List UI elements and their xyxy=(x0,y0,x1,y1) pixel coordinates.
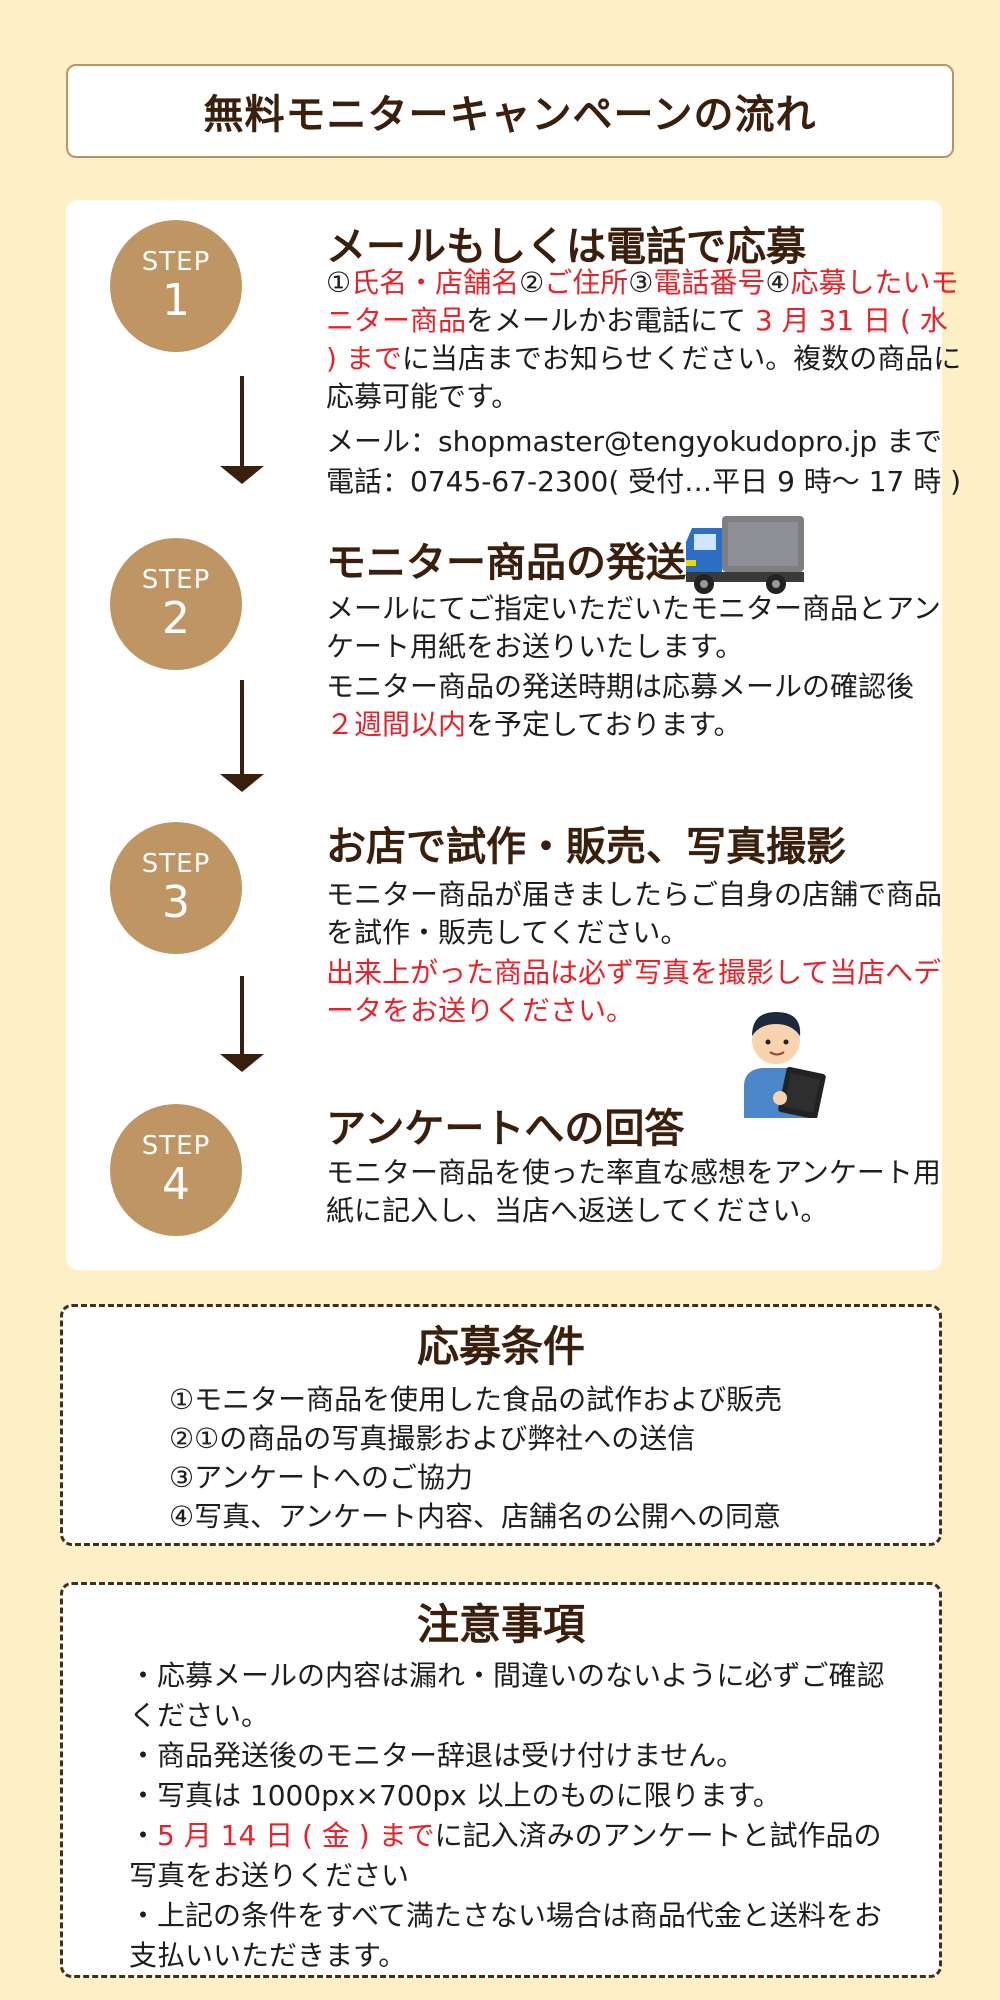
note-item: ・応募メールの内容は漏れ・間違いのないように必ずご確認ください。 xyxy=(129,1659,885,1732)
step-4-label: STEP xyxy=(141,1131,211,1161)
step-2-title: モニター商品の発送 xyxy=(326,540,686,586)
conditions-list: ①モニター商品を使用した食品の試作および販売 ②①の商品の写真撮影および弊社への… xyxy=(169,1380,939,1536)
steps-panel: STEP 1 メールもしくは電話で応募 ①氏名・店舗名②ご住所③電話番号④応募し… xyxy=(66,200,961,1270)
note-item: ・上記の条件をすべて満たさない場合は商品代金と送料をお支払いいただきます。 xyxy=(129,1899,882,1972)
step-4-title: アンケートへの回答 xyxy=(326,1106,685,1152)
step-2-number: 2 xyxy=(162,593,190,644)
flow-arrow-3 xyxy=(240,976,244,1056)
desc-text: を予定しております。 xyxy=(466,708,742,741)
notes-list: ・応募メールの内容は漏れ・間違いのないように必ずご確認ください。 ・商品発送後の… xyxy=(129,1656,889,1976)
step-3-description-1: モニター商品が届きましたらご自身の店舗で商品を試作・販売してください。 xyxy=(326,878,943,949)
step-2-description-1: メールにてご指定いただいたモニター商品とアンケート用紙をお送りいたします。 xyxy=(326,592,941,663)
flow-arrow-2 xyxy=(240,680,244,776)
flow-arrow-1 xyxy=(240,376,244,468)
step-3-number: 3 xyxy=(162,877,190,928)
desc-red-text: 電話番号 xyxy=(653,266,766,299)
arrow-head-icon xyxy=(220,466,264,484)
step-1-phone: 電話：0745-67-2300( 受付…平日 9 時〜 17 時 ) xyxy=(326,465,962,498)
step-2-badge: STEP 2 xyxy=(110,538,242,670)
desc-red-text: 応募したいモニター商品 xyxy=(326,266,959,337)
step-3-title: お店で試作・販売、写真撮影 xyxy=(326,824,846,870)
page-title: 無料モニターキャンペーンの流れ xyxy=(203,92,817,138)
note-item: ・写真は 1000px×700px 以上のものに限ります。 xyxy=(129,1779,781,1812)
step-4-description: モニター商品を使った率直な感想をアンケート用紙に記入し、当店へ返送してください。 xyxy=(326,1156,941,1227)
notes-title: 注意事項 xyxy=(416,1600,585,1649)
desc-text: をメールかお電話にて xyxy=(466,304,755,337)
desc-red-text: 氏名・店舗名 xyxy=(351,266,520,299)
step-1-badge: STEP 1 xyxy=(110,220,242,352)
step-3-badge: STEP 3 xyxy=(110,822,242,954)
step-1-number: 1 xyxy=(162,275,190,326)
note-text: に記入済みのアンケートと試作品の写真をお送りください xyxy=(129,1819,882,1892)
shipping-period-text: ２週間以内 xyxy=(326,708,467,741)
condition-item: ①モニター商品を使用した食品の試作および販売 xyxy=(169,1383,783,1416)
step-2-label: STEP xyxy=(141,565,211,595)
condition-item: ②①の商品の写真撮影および弊社への送信 xyxy=(169,1422,696,1455)
condition-item: ③アンケートへのご協力 xyxy=(169,1461,473,1494)
notes-box: 注意事項 ・応募メールの内容は漏れ・間違いのないように必ずご確認ください。 ・商… xyxy=(60,1582,942,1978)
delivery-truck-icon xyxy=(686,516,804,594)
arrow-head-icon xyxy=(220,774,264,792)
conditions-box: 応募条件 ①モニター商品を使用した食品の試作および販売 ②①の商品の写真撮影およ… xyxy=(60,1304,942,1546)
step-4-badge: STEP 4 xyxy=(110,1104,242,1236)
person-clipboard-icon xyxy=(744,1012,826,1118)
note-item: ・商品発送後のモニター辞退は受け付けません。 xyxy=(129,1739,745,1772)
deadline-text: 3 月 31 日 ( 水 ) まで xyxy=(326,304,948,375)
step-1-description: ①氏名・店舗名②ご住所③電話番号④応募したいモニター商品をメールかお電話にて 3… xyxy=(326,264,966,416)
step-1-title: メールもしくは電話で応募 xyxy=(326,224,806,270)
step-3-description-2: 出来上がった商品は必ず写真を撮影して当店へデータをお送りください。 xyxy=(326,956,942,1027)
desc-text: に当店までお知らせください。複数の商品に応募可能です。 xyxy=(326,342,962,413)
arrow-head-icon xyxy=(220,1054,264,1072)
title-box: 無料モニターキャンペーンの流れ xyxy=(66,64,954,158)
step-4-number: 4 xyxy=(162,1159,190,1210)
conditions-title: 応募条件 xyxy=(416,1322,585,1371)
note-bullet: ・ xyxy=(129,1819,158,1852)
survey-deadline-text: 5 月 14 日 ( 金 ) まで xyxy=(157,1819,435,1852)
step-3-label: STEP xyxy=(141,849,211,879)
desc-text: ④ xyxy=(765,266,791,299)
desc-text: ① xyxy=(326,266,352,299)
step-1-mail: メール：shopmaster@tengyokudopro.jp まで xyxy=(326,425,943,458)
desc-red-text: ご住所 xyxy=(544,266,629,299)
desc-text: モニター商品の発送時期は応募メールの確認後 xyxy=(326,670,915,703)
note-item: ・5 月 14 日 ( 金 ) までに記入済みのアンケートと試作品の写真をお送り… xyxy=(129,1816,889,1896)
step-1-label: STEP xyxy=(141,247,211,277)
desc-text: ② xyxy=(519,266,545,299)
condition-item: ④写真、アンケート内容、店舗名の公開への同意 xyxy=(169,1500,781,1533)
desc-text: ③ xyxy=(628,266,654,299)
step-2-description-2: モニター商品の発送時期は応募メールの確認後 ２週間以内を予定しております。 xyxy=(326,668,986,744)
